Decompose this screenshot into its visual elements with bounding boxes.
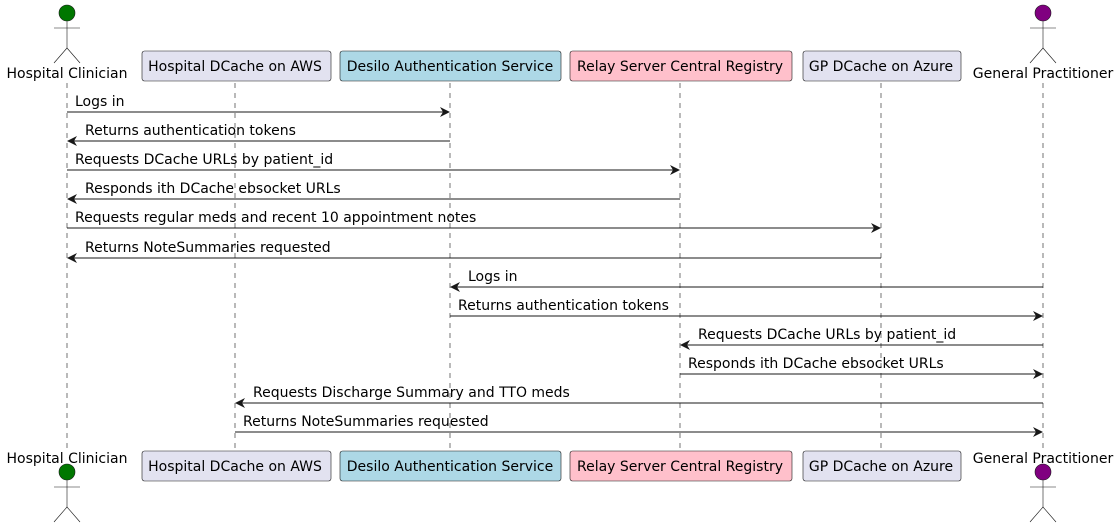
participant-hc-top: Hospital Clinician bbox=[7, 4, 128, 82]
participant-label: General Practitioner bbox=[973, 451, 1114, 467]
participant-box bbox=[569, 450, 793, 482]
message-label: Requests DCache URLs by patient_id bbox=[75, 152, 333, 168]
message-7: Logs in bbox=[450, 269, 1043, 292]
message-8: Returns authentication tokens bbox=[450, 298, 1043, 321]
message-label: Responds ith DCache ebsocket URLs bbox=[688, 356, 944, 372]
participant-azure-bottom: GP DCache on Azure bbox=[802, 450, 962, 482]
participant-aws-top: Hospital DCache on AWS bbox=[141, 50, 332, 82]
message-label: Returns NoteSummaries requested bbox=[85, 240, 331, 256]
actor-figure-icon bbox=[1029, 463, 1057, 523]
participant-label: Hospital Clinician bbox=[7, 66, 128, 82]
message-label: Logs in bbox=[75, 94, 125, 110]
participant-label: Hospital Clinician bbox=[7, 451, 128, 467]
participant-box bbox=[569, 50, 793, 82]
message-5: Requests regular meds and recent 10 appo… bbox=[67, 210, 881, 233]
actor-figure-icon bbox=[1029, 4, 1057, 64]
actor-figure-icon bbox=[53, 4, 81, 64]
participant-aws-bottom: Hospital DCache on AWS bbox=[141, 450, 332, 482]
message-9: Requests DCache URLs by patient_id bbox=[680, 327, 1043, 350]
participant-label: Desilo Authentication Service bbox=[347, 59, 553, 75]
message-10: Responds ith DCache ebsocket URLs bbox=[680, 356, 1043, 379]
participant-box bbox=[339, 450, 562, 482]
participant-hc-bottom: Hospital Clinician bbox=[7, 451, 128, 523]
message-label: Returns authentication tokens bbox=[85, 123, 296, 139]
message-label: Returns authentication tokens bbox=[458, 298, 669, 314]
message-label: Requests regular meds and recent 10 appo… bbox=[75, 210, 476, 226]
message-4: Responds ith DCache ebsocket URLs bbox=[67, 181, 680, 204]
participant-gp-bottom: General Practitioner bbox=[973, 451, 1114, 523]
message-label: Returns NoteSummaries requested bbox=[243, 414, 489, 430]
participant-gp-top: General Practitioner bbox=[973, 4, 1114, 82]
participant-label: GP DCache on Azure bbox=[809, 59, 953, 75]
participant-relay-top: Relay Server Central Registry bbox=[569, 50, 793, 82]
participant-auth-bottom: Desilo Authentication Service bbox=[339, 450, 562, 482]
participant-label: Hospital DCache on AWS bbox=[148, 459, 322, 475]
actor-figure-icon bbox=[53, 463, 81, 523]
message-label: Requests Discharge Summary and TTO meds bbox=[253, 385, 570, 401]
participant-azure-top: GP DCache on Azure bbox=[802, 50, 962, 82]
participant-box bbox=[141, 50, 332, 82]
message-label: Responds ith DCache ebsocket URLs bbox=[85, 181, 341, 197]
message-label: Requests DCache URLs by patient_id bbox=[698, 327, 956, 343]
message-11: Requests Discharge Summary and TTO meds bbox=[235, 385, 1043, 408]
participant-box bbox=[141, 450, 332, 482]
participant-label: Desilo Authentication Service bbox=[347, 459, 553, 475]
participant-box bbox=[339, 50, 562, 82]
participant-label: Relay Server Central Registry bbox=[577, 59, 783, 75]
participant-label: GP DCache on Azure bbox=[809, 459, 953, 475]
participant-label: Hospital DCache on AWS bbox=[148, 59, 322, 75]
participant-box bbox=[802, 50, 962, 82]
message-12: Returns NoteSummaries requested bbox=[235, 414, 1043, 437]
participant-relay-bottom: Relay Server Central Registry bbox=[569, 450, 793, 482]
message-3: Requests DCache URLs by patient_id bbox=[67, 152, 680, 175]
participant-label: Relay Server Central Registry bbox=[577, 459, 783, 475]
message-1: Logs in bbox=[67, 94, 450, 117]
message-2: Returns authentication tokens bbox=[67, 123, 450, 146]
participant-auth-top: Desilo Authentication Service bbox=[339, 50, 562, 82]
participant-label: General Practitioner bbox=[973, 66, 1114, 82]
participant-box bbox=[802, 450, 962, 482]
message-6: Returns NoteSummaries requested bbox=[67, 240, 881, 263]
message-label: Logs in bbox=[468, 269, 518, 285]
